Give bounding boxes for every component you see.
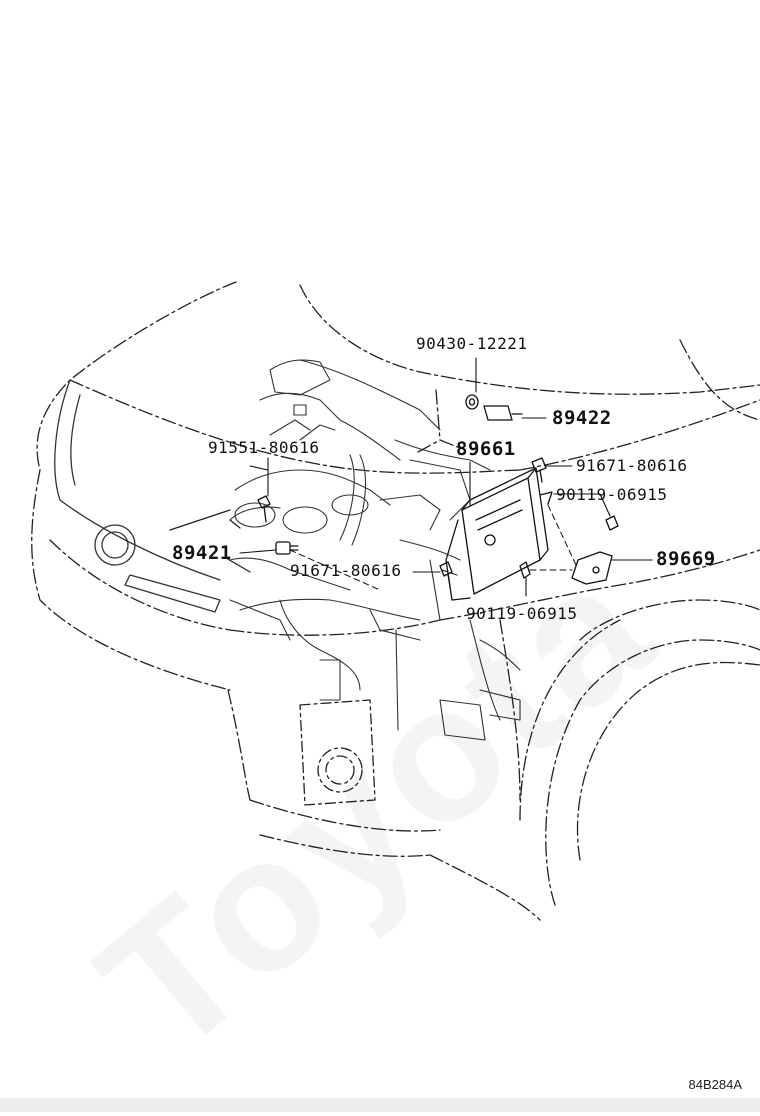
bolts [257,457,619,587]
fog-lamp [299,699,376,806]
diagram-code: 84B284A [688,1077,743,1092]
sensor-89422 [465,394,523,421]
part-number-90430-12221[interactable]: 90430-12221 [416,334,528,353]
part-number-91551-80616[interactable]: 91551-80616 [208,438,320,457]
hood-outline [36,281,760,474]
part-number-89422[interactable]: 89422 [552,407,612,429]
leader-lines [239,357,653,597]
footer-band [0,1098,760,1112]
misc-lines [169,509,251,573]
wheel-arch [519,599,760,906]
bracket-89669 [571,551,613,585]
part-number-91671-80616-upper[interactable]: 91671-80616 [576,456,688,475]
sensor-89421 [275,541,299,555]
body-outline [31,469,760,921]
part-number-89661[interactable]: 89661 [456,438,516,460]
part-number-89421[interactable]: 89421 [172,542,232,564]
part-number-90119-06915-lower[interactable]: 90119-06915 [466,604,578,623]
part-number-89669[interactable]: 89669 [656,548,716,570]
headlight [54,379,221,613]
ecu-module [445,467,553,601]
part-number-91671-80616-lower[interactable]: 91671-80616 [290,561,402,580]
hood-strut [417,389,466,453]
engine-block [229,359,521,741]
dashed-pointers [289,504,577,591]
part-number-90119-06915-upper[interactable]: 90119-06915 [556,485,668,504]
